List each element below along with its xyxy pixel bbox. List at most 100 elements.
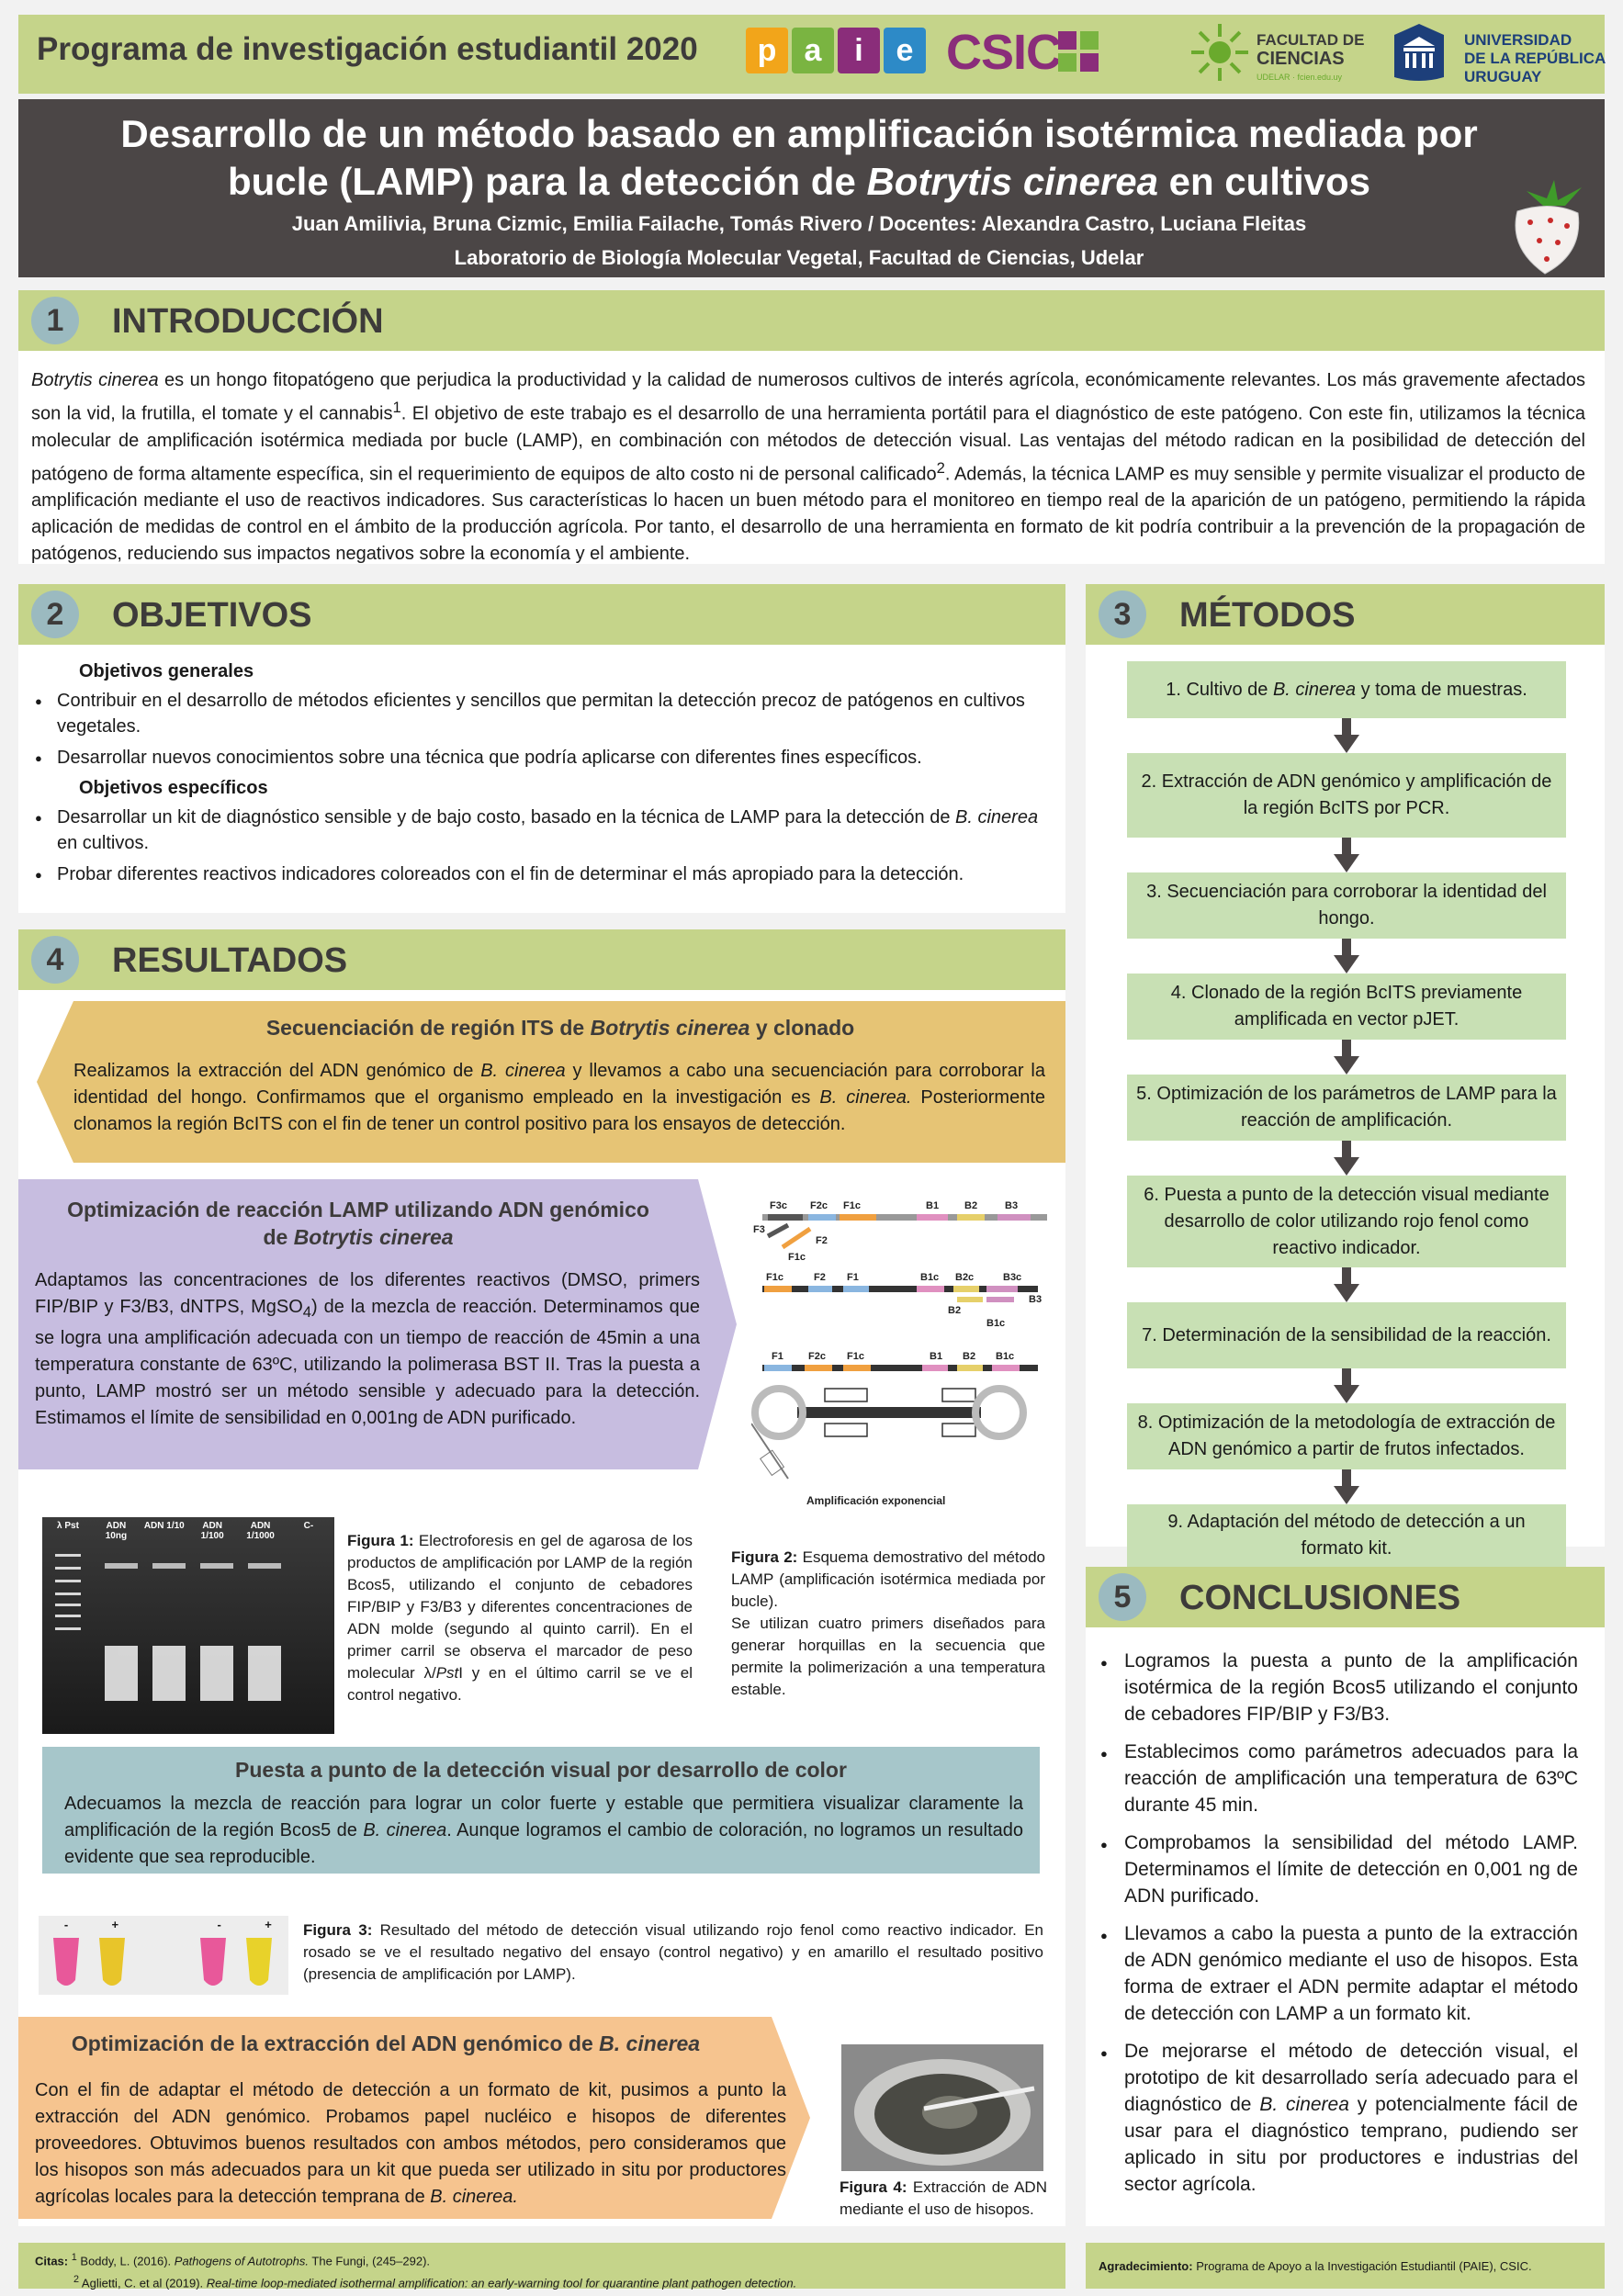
method-step: 1. Cultivo de B. cinerea y toma de muest… <box>1127 661 1566 718</box>
extraction-title: Optimización de la extracción del ADN ge… <box>71 2032 701 2055</box>
diagram-label: B1 <box>926 1200 939 1211</box>
program-title: Programa de investigación estudiantil 20… <box>37 31 698 67</box>
intro-number: 1 <box>31 297 79 344</box>
lamp-text: Adaptamos las concentraciones de los dif… <box>35 1270 700 1428</box>
diagram-label: B1c <box>920 1272 939 1283</box>
arrow-down-icon <box>1334 735 1359 753</box>
strawberry-icon <box>1515 180 1582 275</box>
diagram-label: F2 <box>816 1235 828 1246</box>
results-box-color-detection <box>42 1747 1040 1874</box>
list-item: De mejorarse el método de detección visu… <box>1100 2038 1578 2198</box>
intro-header <box>18 290 1605 351</box>
arrow-down-icon <box>1334 1486 1359 1504</box>
diagram-label: F2 <box>814 1272 826 1283</box>
metodos-flow: 1. Cultivo de B. cinerea y toma de muest… <box>1127 661 1566 1567</box>
list-item: Desarrollar nuevos conocimientos sobre u… <box>35 745 1045 771</box>
list-item: Llevamos a cabo la puesta a punto de la … <box>1100 1920 1578 2027</box>
figure1-caption: Figura 1: Electroforesis en gel de agaro… <box>347 1532 693 1704</box>
figure2-caption: Figura 2: Esquema demostrativo del métod… <box>731 1548 1045 1698</box>
citations: Citas: 1 Boddy, L. (2016). Pathogens of … <box>35 2252 797 2290</box>
gel-lane-label: ADN 1/1000 <box>246 1521 275 1541</box>
tubes-photo <box>39 1916 288 1995</box>
diagram-label: B2c <box>955 1272 974 1283</box>
method-step: 3. Secuenciación para corroborar la iden… <box>1127 872 1566 939</box>
diagram-label: F1c <box>766 1272 783 1283</box>
sequencing-text: Realizamos la extracción del ADN genómic… <box>73 1061 1046 1134</box>
color-detection-text: Adecuamos la mezcla de reacción para log… <box>64 1794 1023 1867</box>
resultados-header <box>18 929 1065 990</box>
figure3-caption: Figura 3: Resultado del método de detecc… <box>303 1921 1043 1983</box>
gel-bands <box>55 1554 281 1701</box>
diagram-label: B1 <box>930 1351 942 1362</box>
diagram-label: F1c <box>843 1200 861 1211</box>
authors: Juan Amilivia, Bruna Cizmic, Emilia Fail… <box>291 212 1307 235</box>
diagram-label: B3 <box>1029 1294 1042 1305</box>
arrow-down-icon <box>1334 955 1359 974</box>
arrow-down-icon <box>1334 1385 1359 1403</box>
csic-logo-text: CSIC <box>946 25 1062 80</box>
diagram-label: F1c <box>788 1252 806 1263</box>
objetivos-heading: OBJETIVOS <box>112 596 312 635</box>
diagram-label: B3c <box>1003 1272 1021 1283</box>
results-box-sequencing-bg <box>37 1001 1065 1163</box>
list-item: Probar diferentes reactivos indicadores … <box>35 861 1045 888</box>
paie-letter-i: i <box>838 28 880 73</box>
paie-letter-a: a <box>792 28 834 73</box>
sequencing-title: Secuenciación de región ITS de Botrytis … <box>265 1016 855 1040</box>
conclusiones-header <box>1086 1567 1605 1627</box>
tube-sign: + <box>111 1918 119 1931</box>
method-step: 5. Optimización de los parámetros de LAM… <box>1127 1075 1566 1141</box>
acknowledgement: Agradecimiento: Programa de Apoyo a la I… <box>1099 2259 1532 2273</box>
diagram-label: F1c <box>847 1351 864 1362</box>
diagram-label: F2c <box>810 1200 828 1211</box>
diagram-label: F1 <box>772 1351 783 1362</box>
intro-text: Botrytis cinerea es un hongo fitopatógen… <box>31 370 1585 565</box>
objetivos-content: Objetivos generales Contribuir en el des… <box>35 661 1045 888</box>
method-step: 8. Optimización de la metodología de ext… <box>1127 1403 1566 1469</box>
acknowledgement-bar <box>1086 2243 1605 2289</box>
objetivos-header <box>18 584 1065 645</box>
method-step: 4. Clonado de la región BcITS previament… <box>1127 974 1566 1040</box>
list-item: Logramos la puesta a punto de la amplifi… <box>1100 1648 1578 1728</box>
method-step: 9. Adaptación del método de detección a … <box>1127 1504 1566 1567</box>
tube-signs: - + - + <box>48 1918 287 1931</box>
diagram-label: F1 <box>847 1272 859 1283</box>
list-item: Comprobamos la sensibilidad del método L… <box>1100 1829 1578 1909</box>
resultados-heading: RESULTADOS <box>112 941 348 980</box>
diagram-label: B1c <box>996 1351 1014 1362</box>
intro-panel <box>18 351 1605 564</box>
tubes-drawing <box>53 1938 272 1986</box>
arrow-down-icon <box>1334 1284 1359 1302</box>
metodos-heading: MÉTODOS <box>1179 596 1356 635</box>
diagram-label: F3 <box>753 1224 765 1235</box>
arrow-down-icon <box>1334 1157 1359 1176</box>
extraction-text: Con el fin de adaptar el método de detec… <box>35 2080 786 2207</box>
conclusiones-list: Logramos la puesta a punto de la amplifi… <box>1100 1648 1578 2209</box>
tube-sign: - <box>63 1918 69 1931</box>
diagram-label: B2 <box>964 1200 977 1211</box>
diagram-label: F2c <box>808 1351 826 1362</box>
diagram-label: F3c <box>770 1200 787 1211</box>
gel-lane-label: C- <box>303 1521 314 1531</box>
gel-lane-labels: λ Pst ADN 10ng ADN 1/10 ADN 1/100 ADN 1/… <box>48 1521 329 1541</box>
swab-petri-photo <box>841 2044 1043 2171</box>
gel-lane-label: ADN 1/10 <box>143 1521 185 1531</box>
method-step: 7. Determinación de la sensibilidad de l… <box>1127 1302 1566 1368</box>
udelar-building-icon <box>1394 24 1444 81</box>
paie-letter-p: p <box>746 28 788 73</box>
results-box-lamp-bg <box>18 1179 737 1469</box>
figure4-caption: Figura 4: Extracción de ADN mediante el … <box>840 2178 1047 2218</box>
objetivos-especificos-title: Objetivos específicos <box>79 778 268 798</box>
gel-image <box>42 1517 334 1734</box>
conclusiones-number: 5 <box>1099 1573 1146 1621</box>
paie-letter-e: e <box>884 28 926 73</box>
affiliation: Laboratorio de Biología Molecular Vegeta… <box>454 246 1144 269</box>
udelar-logo-text: UNIVERSIDAD DE LA REPÚBLICA URUGUAY <box>1464 31 1606 85</box>
objetivos-generales-title: Objetivos generales <box>79 661 254 681</box>
tube-sign: + <box>265 1918 272 1931</box>
poster-title: Desarrollo de un método basado en amplif… <box>120 112 1478 203</box>
arrow-down-icon <box>1334 854 1359 872</box>
gel-lane-label: λ Pst <box>57 1521 79 1531</box>
intro-heading: INTRODUCCIÓN <box>112 302 384 341</box>
